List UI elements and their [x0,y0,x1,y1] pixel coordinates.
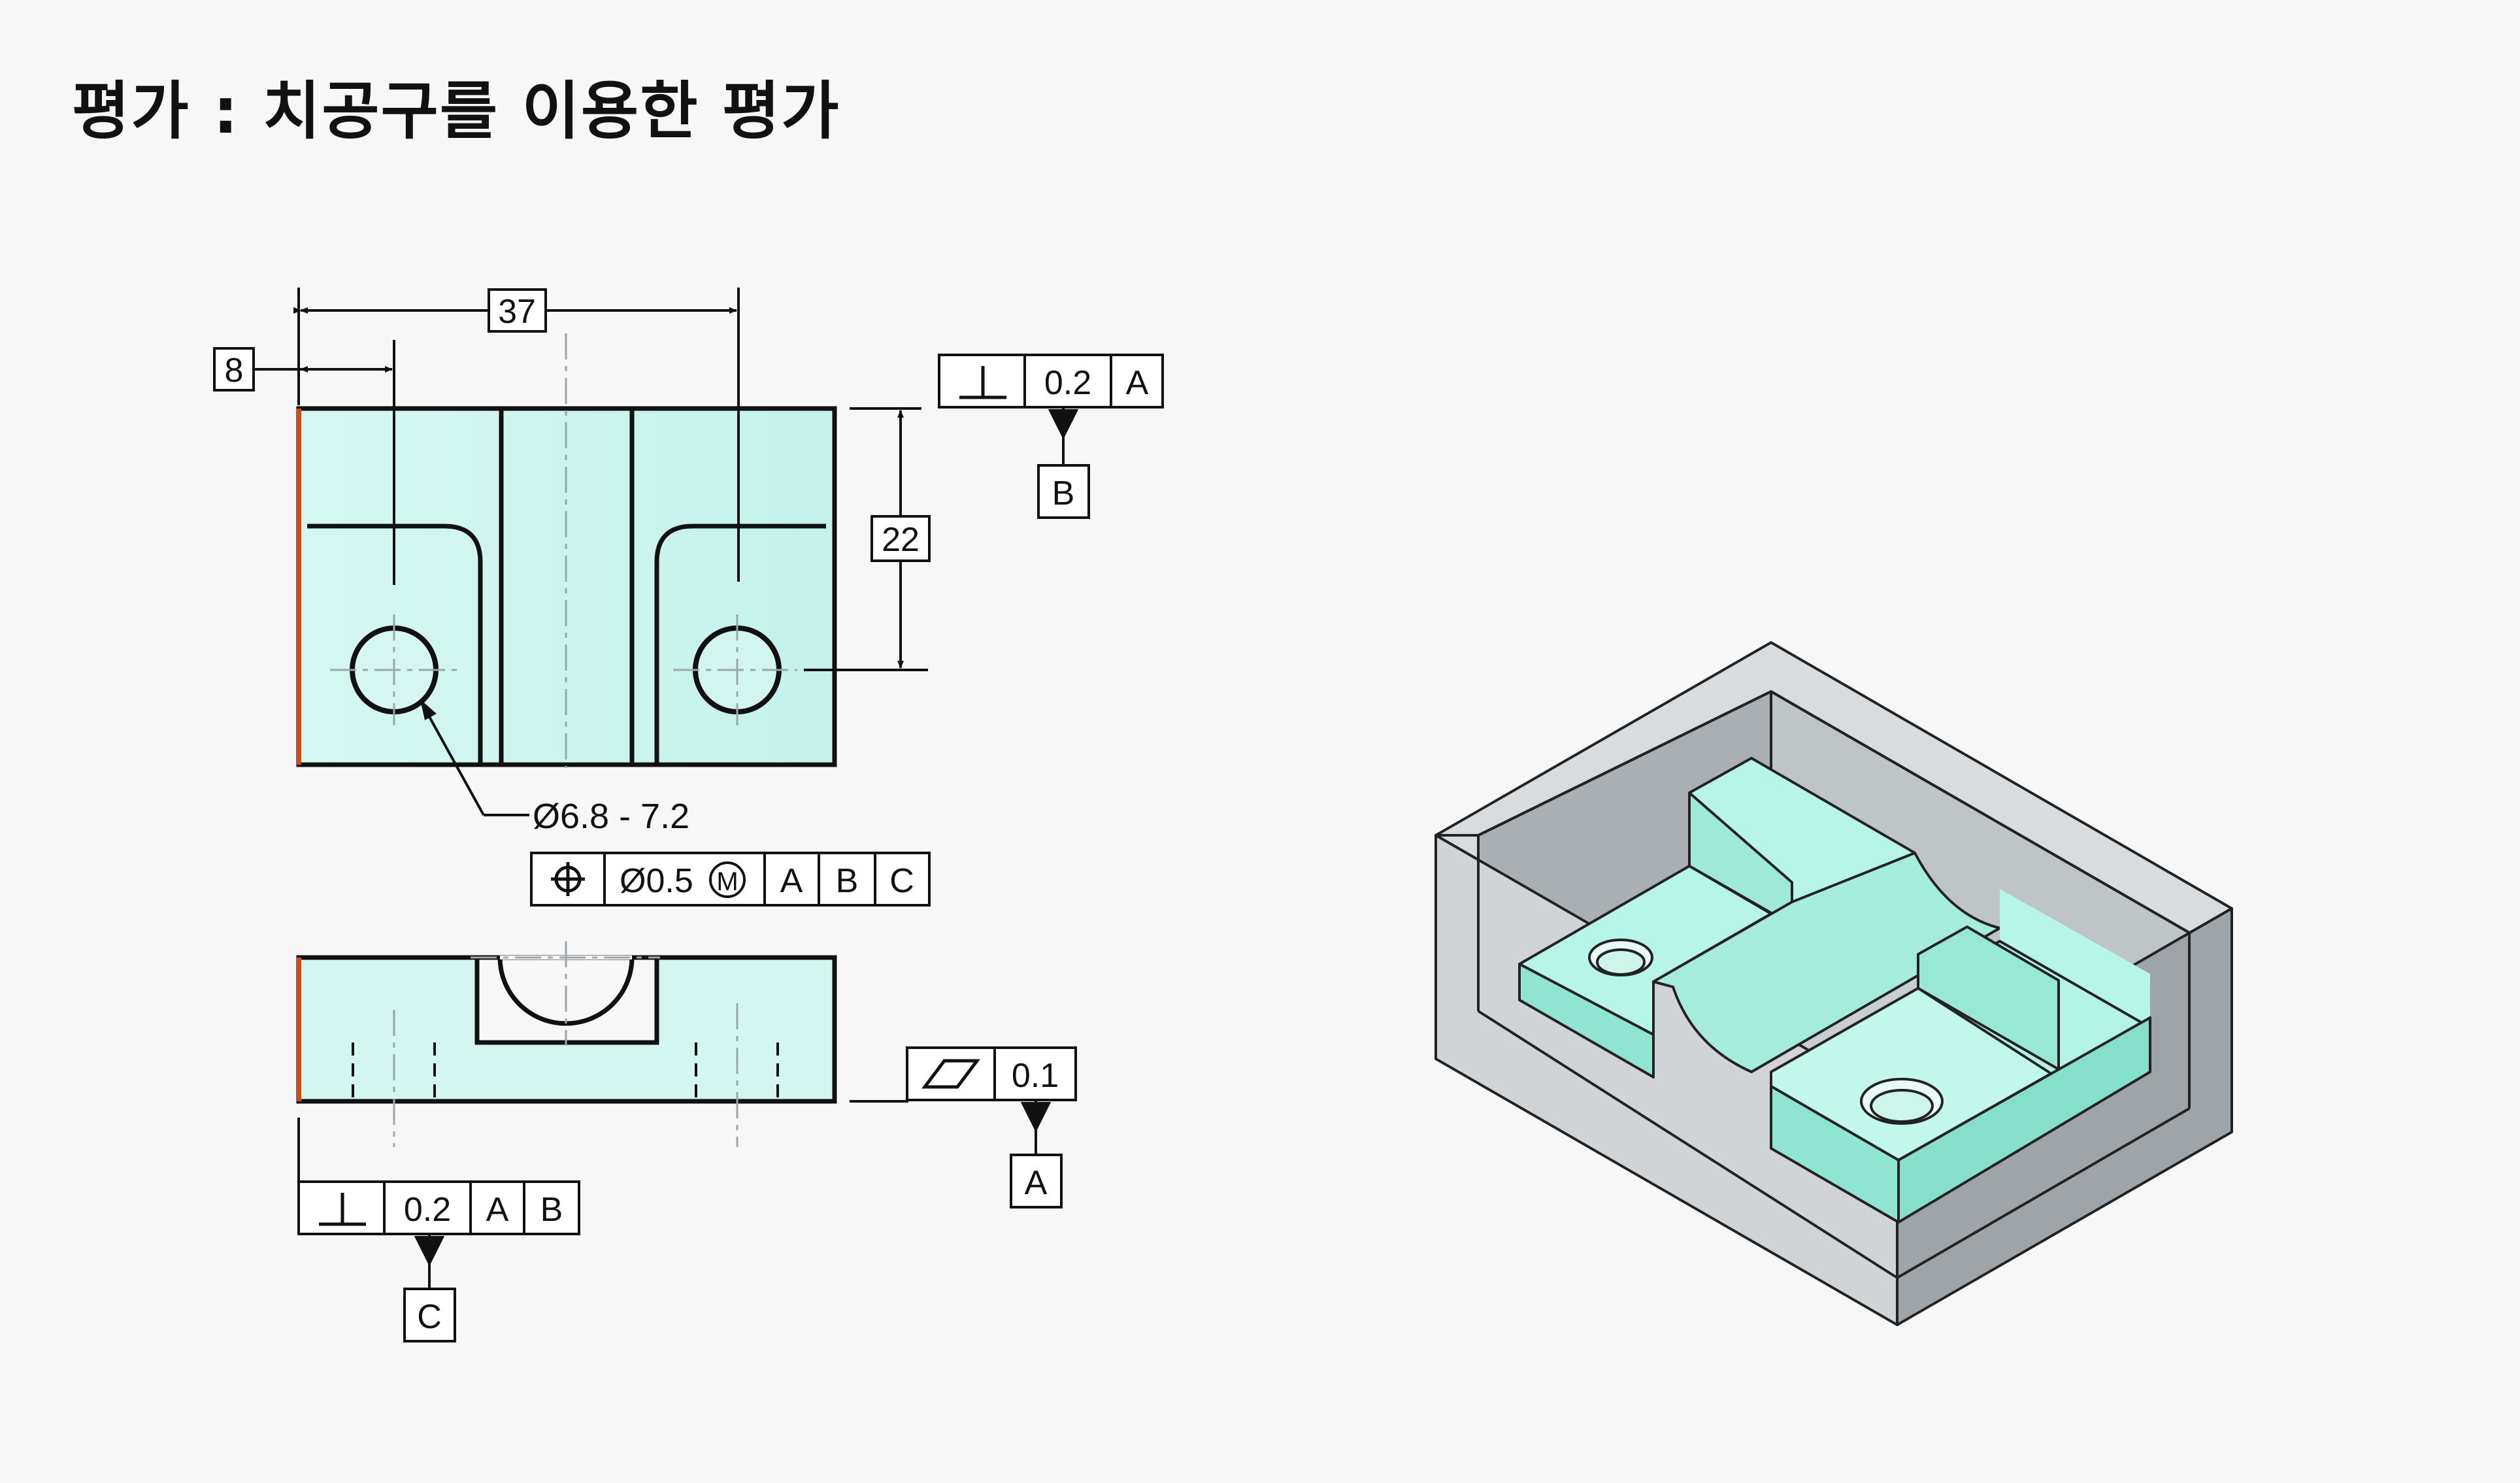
flatness-icon [921,1059,980,1089]
fcf-flatness: 0.1 A [906,1046,1077,1208]
dimension-22: 22 [870,410,931,669]
fcf-top-ref: A [1126,364,1149,402]
fcf-pos-ref-a: A [780,862,803,900]
dim-22-label: 22 [882,521,920,559]
datum-c-label: C [417,1298,442,1336]
fcf-pos-ref-b: B [836,862,859,900]
fcf-pos-ref-c: C [889,862,914,900]
fcf-bottom-tol: 0.2 [404,1191,451,1229]
fcf-bottom-ref-b: B [540,1191,563,1229]
fcf-flat-tol: 0.1 [1012,1057,1059,1095]
fcf-pos-tol: Ø0.5 [620,862,693,900]
front-view [296,941,908,1232]
page-title: 평가 : 치공구를 이용한 평가 [72,75,840,148]
dimension-37: 37 [293,288,737,333]
fcf-perpendicularity-top: 0.2 A B [938,354,1164,519]
datum-a-label: A [1025,1164,1048,1202]
perpendicularity-icon [319,1193,366,1226]
isometric-part [1518,757,2151,1224]
position-icon [551,862,585,896]
dim-37-label: 37 [498,293,536,331]
top-view [296,288,928,768]
dim-8-label: 8 [225,352,244,390]
fcf-bottom-ref-a: A [486,1191,509,1229]
hole-size-label: Ø6.8 - 7.2 [533,797,689,836]
mmc-modifier: M [716,867,738,896]
datum-b-label: B [1052,475,1075,512]
dimension-8: 8 [213,347,393,392]
hole-callout: Ø6.8 - 7.2 [420,699,689,836]
fcf-position: Ø0.5 M A B C [530,852,931,907]
fcf-top-tol: 0.2 [1044,364,1091,402]
perpendicularity-icon [959,366,1006,399]
fcf-perpendicularity-bottom: 0.2 A B C [297,1180,580,1342]
isometric-fixture [1434,641,2233,1326]
